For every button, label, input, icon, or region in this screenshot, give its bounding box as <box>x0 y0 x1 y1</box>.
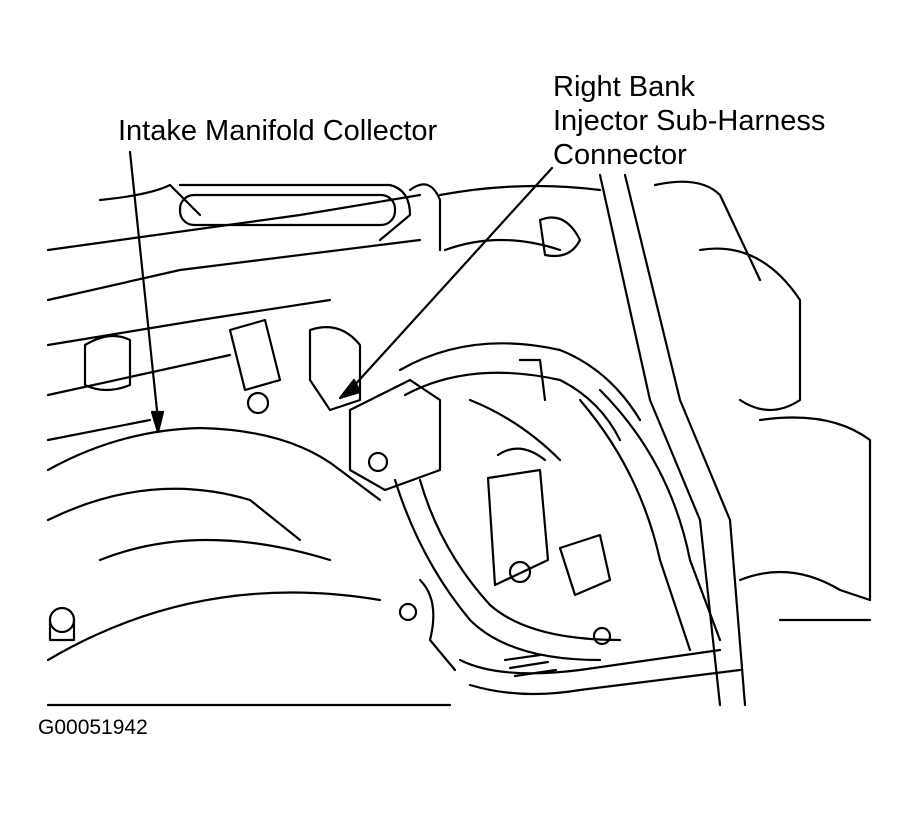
connector-leader-line <box>350 166 554 390</box>
right-bank-connector-label: Right Bank Injector Sub-Harness Connecto… <box>553 70 825 172</box>
label-line-3: Connector <box>553 139 687 171</box>
intake-leader-line <box>128 150 160 422</box>
label-line-1: Right Bank <box>553 71 695 103</box>
intake-arrowhead <box>150 410 165 434</box>
label-line-2: Injector Sub-Harness <box>553 105 826 137</box>
figure-id: G00051942 <box>38 716 148 739</box>
intake-manifold-collector-label: Intake Manifold Collector <box>118 115 438 147</box>
leader-lines <box>128 150 554 434</box>
connector-arrowhead <box>338 378 362 400</box>
engine-outlines <box>46 173 872 707</box>
